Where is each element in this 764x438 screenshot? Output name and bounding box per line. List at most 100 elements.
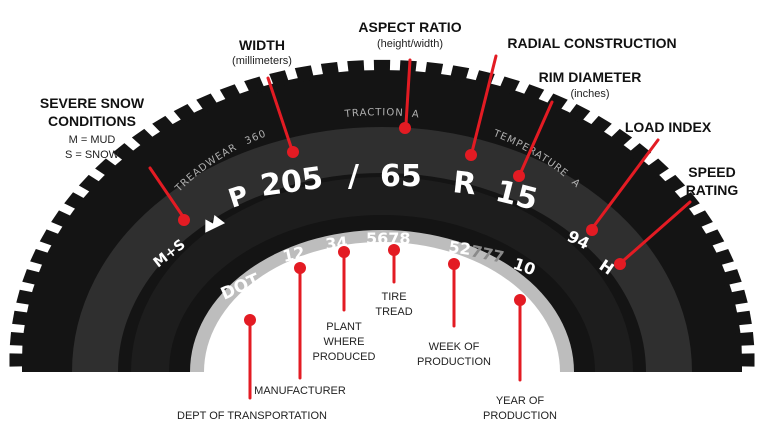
snow-title-1: SEVERE SNOW <box>40 95 145 111</box>
tread-tooth <box>294 65 315 83</box>
leader-lines <box>148 54 692 400</box>
dot-rim <box>513 170 525 182</box>
tread-tooth <box>9 353 28 367</box>
tread-tooth <box>608 128 633 149</box>
radial-r: R <box>451 165 478 202</box>
aspect-sub: (height/width) <box>377 38 443 50</box>
manufacturer-label: MANUFACTURER <box>254 385 346 397</box>
tread-tooth <box>30 248 53 267</box>
tread-tooth <box>661 174 686 194</box>
sidewall-inner-band <box>131 177 633 373</box>
aspect-title: ASPECT RATIO <box>358 19 461 35</box>
dot-tread <box>388 244 400 256</box>
week-label-2: PRODUCTION <box>417 356 491 368</box>
snow-title-2: CONDITIONS <box>48 113 136 129</box>
section-width: 205 <box>258 161 325 204</box>
tread-label-1: TIRE <box>381 291 406 303</box>
speed-title-2: RATING <box>686 182 739 198</box>
width-title: WIDTH <box>239 37 285 53</box>
dot-plant <box>338 246 350 258</box>
tread-tooth <box>12 310 33 326</box>
plant-label-2: WHERE <box>324 336 365 348</box>
tread-tooth <box>347 60 365 76</box>
width-sub: (millimeters) <box>232 55 292 67</box>
tread-tooth <box>269 70 290 88</box>
tread-tooth <box>644 158 669 178</box>
tread-tooth <box>498 76 520 95</box>
tread-tooth <box>95 158 120 178</box>
dot-radial <box>465 149 477 161</box>
slash: / <box>348 159 359 194</box>
year-label-2: PRODUCTION <box>483 410 557 422</box>
tread-tooth <box>736 353 755 367</box>
leader-load <box>592 138 660 228</box>
tread-tooth <box>373 59 391 75</box>
tread-tooth <box>219 84 242 103</box>
tread-tooth <box>735 332 755 346</box>
week-label-1: WEEK OF <box>429 341 480 353</box>
rim-hole <box>204 242 560 372</box>
speed-title-1: SPEED <box>688 164 735 180</box>
dot-snow <box>178 214 190 226</box>
tread-teeth <box>9 59 755 367</box>
tire-outer <box>22 70 742 372</box>
tread-tooth <box>719 269 742 286</box>
tread-tooth <box>112 143 137 163</box>
tread-tooth <box>731 310 752 326</box>
tread-tooth <box>152 115 176 136</box>
dot-load <box>586 224 598 236</box>
tread-tooth <box>244 76 266 95</box>
tread-code: 5678 <box>366 229 411 248</box>
leader-width <box>266 76 294 152</box>
leader-radial <box>470 54 498 154</box>
load-title: LOAD INDEX <box>625 119 712 135</box>
tread-tooth <box>676 192 700 211</box>
tread-label-2: TREAD <box>375 306 412 318</box>
rim-title: RIM DIAMETER <box>539 69 642 85</box>
snowflake-mountain-icon <box>205 214 226 233</box>
week-code: 52 <box>447 237 472 259</box>
rim-sub: (inches) <box>570 88 609 100</box>
dot-width <box>287 146 299 158</box>
aspect-ratio: 65 <box>380 159 422 194</box>
tread-tooth <box>16 289 38 306</box>
plant-label-3: PRODUCED <box>313 351 376 363</box>
tread-tooth <box>39 229 63 248</box>
dot-week <box>448 258 460 270</box>
tread-tooth <box>51 210 75 229</box>
tread-tooth <box>9 332 29 346</box>
tread-tooth <box>449 65 470 83</box>
dot-manufacturer <box>294 262 306 274</box>
year-label-1: YEAR OF <box>496 395 545 407</box>
tread-tooth <box>131 128 156 149</box>
dept-label: DEPT OF TRANSPORTATION <box>177 410 327 422</box>
tread-tooth <box>173 103 197 124</box>
leader-speed <box>622 200 692 262</box>
tread-tooth <box>588 115 612 136</box>
dot-speed <box>614 258 626 270</box>
leader-snow <box>148 166 186 220</box>
snow-s: S = SNOW <box>65 149 120 161</box>
tread-tooth <box>522 84 545 103</box>
radial-title: RADIAL CONSTRUCTION <box>507 35 676 51</box>
tread-tooth <box>627 143 652 163</box>
tread-tooth <box>701 229 725 248</box>
callout-labels: SEVERE SNOW CONDITIONS M = MUD S = SNOW … <box>40 19 739 422</box>
tread-tooth <box>711 248 734 267</box>
dot-year <box>514 294 526 306</box>
tread-tooth <box>726 289 748 306</box>
tread-tooth <box>196 93 219 113</box>
tread-tooth <box>689 210 713 229</box>
leader-rim <box>519 100 554 174</box>
sidewall-band <box>72 127 692 373</box>
dot-aspect <box>399 122 411 134</box>
tread-tooth <box>78 174 103 194</box>
tire-body <box>9 59 755 373</box>
dot-dept <box>244 314 256 326</box>
tread-tooth <box>64 192 88 211</box>
tread-tooth <box>22 269 45 286</box>
manufacturer-code: 12 <box>281 243 307 266</box>
